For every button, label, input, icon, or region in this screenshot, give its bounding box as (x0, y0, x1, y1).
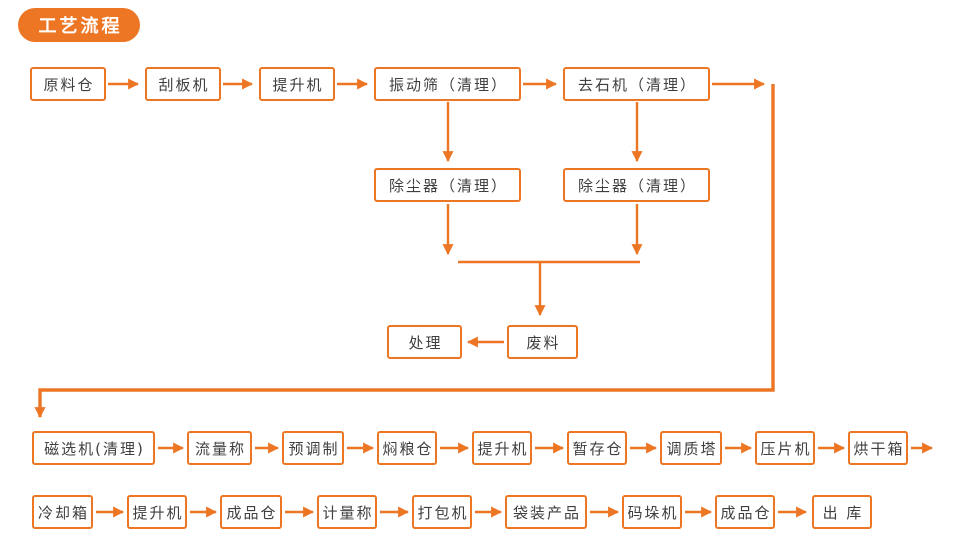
flow-node-preconditioner: 预调制 (282, 431, 344, 465)
flow-node-scraper-conveyor: 刮板机 (145, 67, 221, 101)
flow-node-destoner: 去石机（清理） (563, 67, 710, 101)
flow-node-metering-scale: 计量称 (317, 495, 377, 529)
flow-node-flow-scale: 流量称 (187, 431, 252, 465)
flow-node-baling-machine: 打包机 (412, 495, 472, 529)
flow-node-vibrating-screen: 振动筛（清理） (374, 67, 521, 101)
flow-node-bucket-elevator-1: 提升机 (259, 67, 335, 101)
flow-node-drying-oven: 烘干箱 (848, 431, 908, 465)
flow-node-waste: 废料 (507, 325, 578, 359)
flow-node-dust-collector-1: 除尘器（清理） (374, 168, 521, 202)
title-badge: 工艺流程 (18, 8, 140, 42)
flow-node-bucket-elevator-2: 提升机 (472, 431, 532, 465)
flow-node-dust-collector-2: 除尘器（清理） (563, 168, 710, 202)
flow-node-raw-material-silo: 原料仓 (30, 67, 106, 101)
wrap-connector (34, 84, 775, 419)
flow-node-grain-tempering-bin: 焖粮仓 (377, 431, 437, 465)
flow-node-warehouse-out: 出 库 (812, 495, 872, 529)
flow-node-flaking-machine: 压片机 (755, 431, 815, 465)
flow-node-cooling-box: 冷却箱 (32, 495, 93, 529)
flow-node-treatment: 处理 (387, 325, 462, 359)
flow-node-palletizer: 码垛机 (622, 495, 682, 529)
flow-node-bagged-product: 袋装产品 (505, 495, 587, 529)
flow-node-buffer-bin: 暂存仓 (567, 431, 627, 465)
flow-node-magnetic-separator: 磁选机(清理) (32, 431, 155, 465)
flow-node-bucket-elevator-3: 提升机 (127, 495, 187, 529)
flow-node-conditioning-tower: 调质塔 (660, 431, 722, 465)
flow-node-finished-silo-2: 成品仓 (715, 495, 775, 529)
flow-node-finished-silo-1: 成品仓 (220, 495, 282, 529)
